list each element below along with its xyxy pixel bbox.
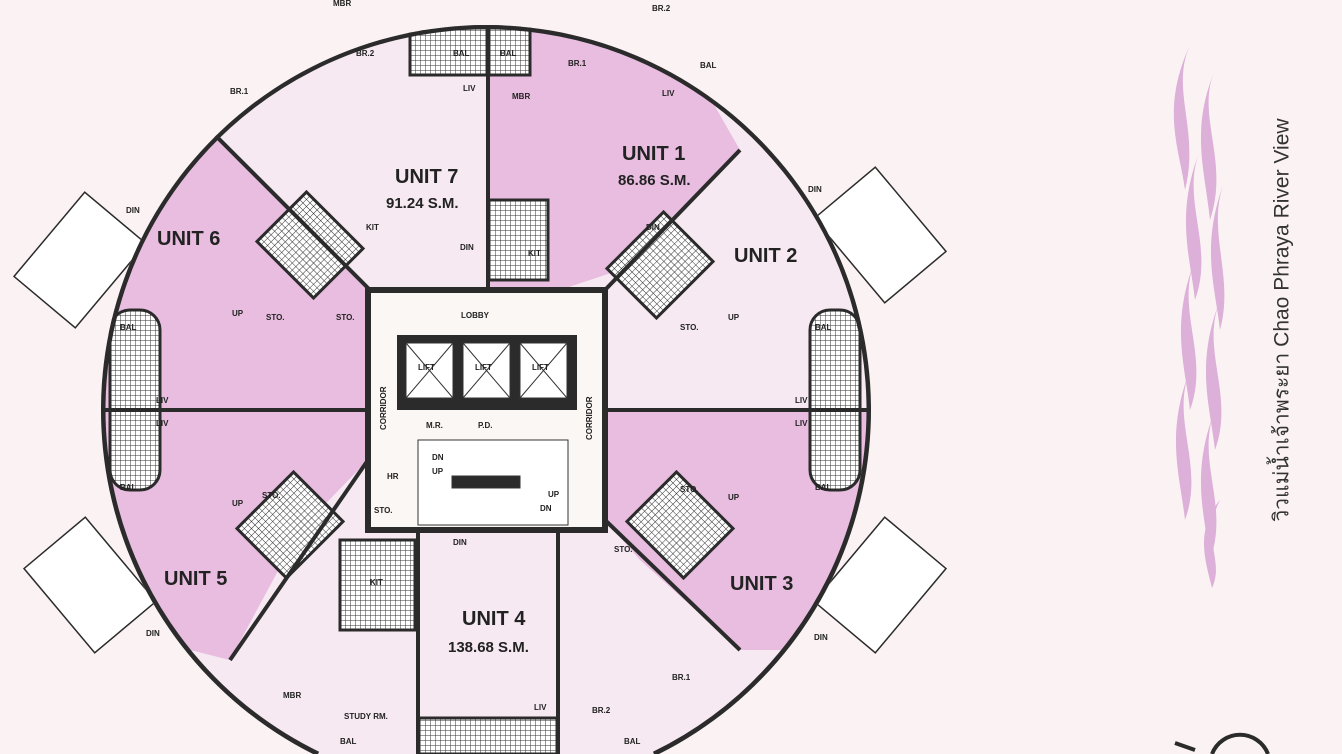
room-label: BAL [700,61,717,70]
lift-label: LIFT [532,363,549,372]
dn-label: DN [432,453,444,462]
room-label: LIV [534,703,547,712]
unit-1-label: UNIT 1 [622,143,685,165]
room-label: DIN [126,206,140,215]
unit-5-label: UNIT 5 [164,568,227,590]
river-view-caption: วิวแม่น้ำเจ้าพระยา Chao Phraya River Vie… [1262,50,1302,590]
room-label: LIV [463,84,476,93]
room-label: KIT [528,249,541,258]
unit-4-area-text: 138.68 S.M. [448,639,529,656]
room-label: UP [728,313,740,322]
building-outline [101,25,871,754]
room-label: MBR [283,691,301,700]
room-label: STO. [614,545,633,554]
room-label: BAL [340,737,357,746]
up-label: UP [548,490,560,499]
unit-1-area-text: 86.86 S.M. [618,172,691,189]
room-label: DIN [808,185,822,194]
room-label: STUDY RM. [344,712,388,721]
room-label: LIV [662,89,675,98]
room-label: LIV [156,419,169,428]
unit-2-label: UNIT 2 [734,245,797,267]
dn-label: DN [540,504,552,513]
room-label: DIN [646,223,660,232]
room-label: UP [232,309,244,318]
room-label: LIV [156,396,169,405]
room-label: DIN [814,633,828,642]
room-label: BAL [500,49,517,58]
unit-3-area [605,410,870,650]
lift-label: LIFT [418,363,435,372]
corridor-label: CORRIDOR [379,386,388,430]
room-label: BAL [624,737,641,746]
room-label: KIT [370,578,383,587]
north-arrow-icon [1174,732,1270,754]
room-label: DIN [146,629,160,638]
room-label: BR.2 [652,4,671,13]
top-balcony [408,25,532,77]
room-label: MBR [512,92,530,101]
room-label: STO. [336,313,355,322]
unit-6-label: UNIT 6 [157,228,220,250]
room-label: DIN [460,243,474,252]
room-label: STO. [680,485,699,494]
up-label: UP [432,467,444,476]
unit-3-label: UNIT 3 [730,573,793,595]
unit-4-label: UNIT 4 [462,608,526,630]
river-wave-icon [1173,45,1225,588]
room-label: BAL [815,483,832,492]
pd-label: P.D. [478,421,493,430]
room-label: BR.1 [672,673,691,682]
unit-labels: UNIT 1 86.86 S.M. UNIT 2 UNIT 3 UNIT 4 1… [157,143,797,656]
room-label: BR.2 [592,706,611,715]
room-label: BAL [815,323,832,332]
room-label: BAL [120,483,137,492]
room-label: KIT [366,223,379,232]
lift-label: LIFT [475,363,492,372]
room-label: LIV [795,396,808,405]
unit-7-label: UNIT 7 [395,166,458,188]
unit-5-area [101,410,368,660]
room-label: UP [232,499,244,508]
unit-7-area-text: 91.24 S.M. [386,195,459,212]
room-label: STO. [262,491,281,500]
bottom-balcony [416,716,560,754]
room-label: BR.2 [356,49,375,58]
core-labels: LOBBY CORRIDOR CORRIDOR M.R. P.D. HR STO… [374,311,594,515]
room-label: BAL [120,323,137,332]
balconies [12,166,948,654]
sto-label: STO. [374,506,393,515]
lobby-label: LOBBY [461,311,490,320]
room-label: UP [728,493,740,502]
corridor-label: CORRIDOR [585,396,594,440]
mr-label: M.R. [426,421,443,430]
room-label: BR.1 [568,59,587,68]
stairs [417,439,569,526]
room-label: DIN [453,538,467,547]
room-label: STO. [266,313,285,322]
room-label: MBR [333,0,351,8]
room-label: BR.1 [230,87,249,96]
walls [101,25,870,754]
room-labels: MBR BR.2 BR.1 LIV MBR BR.1 BR.2 LIV BAL … [120,0,832,746]
room-label: STO. [680,323,699,332]
hr-label: HR [387,472,399,481]
lift-bank: LIFT LIFT LIFT [397,335,577,410]
caption-text: วิวแม่น้ำเจ้าพระยา Chao Phraya River Vie… [1270,118,1294,522]
room-label: LIV [795,419,808,428]
room-label: BAL [453,49,470,58]
